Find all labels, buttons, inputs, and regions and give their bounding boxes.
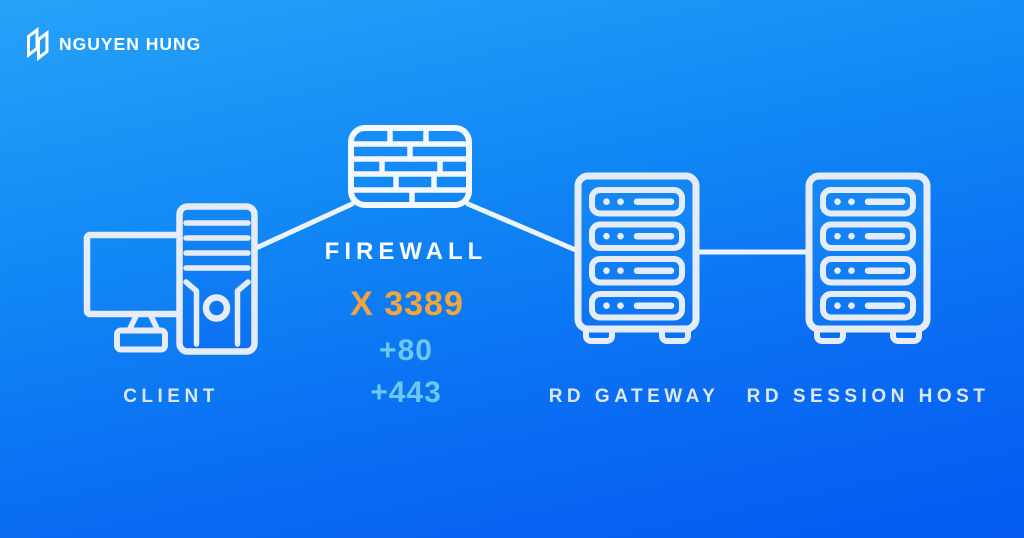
server-bay-leds — [834, 198, 855, 310]
server-rack-icon-rd-session-host — [805, 172, 931, 344]
server-bay-leds — [603, 198, 624, 310]
server-bays — [820, 187, 916, 321]
connection-line-firewall-rd-gateway — [465, 201, 581, 254]
tower-power-button-icon — [202, 294, 231, 322]
desktop-computer-icon — [83, 203, 258, 355]
firewall-outline — [348, 125, 472, 208]
open-port-80: +80 — [379, 334, 433, 367]
tower-front-panel — [183, 279, 251, 347]
client-node-label: CLIENT — [123, 386, 219, 407]
firewall-brick-wall-icon — [348, 125, 472, 208]
rd-session-host-node-label: RD SESSION HOST — [746, 386, 990, 407]
connection-line-client-firewall — [251, 201, 355, 252]
open-port-443: +443 — [370, 376, 442, 409]
firewall-brick-joints — [379, 128, 443, 205]
tower-vents — [183, 220, 251, 271]
nguyen-hung-monogram-icon — [27, 27, 49, 61]
tower-case — [176, 203, 258, 355]
monitor-base — [114, 327, 168, 353]
rd-gateway-node-label: RD GATEWAY — [548, 386, 720, 407]
connection-lines — [251, 201, 812, 255]
firewall-node-label: FIREWALL — [324, 238, 488, 265]
server-bays — [589, 187, 685, 321]
server-rack-icon-rd-gateway — [574, 172, 700, 344]
brand-logo: NGUYEN HUNG — [26, 27, 201, 61]
server-bay-slots — [633, 198, 675, 309]
server-bay-slots — [864, 198, 906, 309]
blocked-port-3389: X 3389 — [350, 285, 464, 323]
brand-name: NGUYEN HUNG — [59, 33, 202, 54]
